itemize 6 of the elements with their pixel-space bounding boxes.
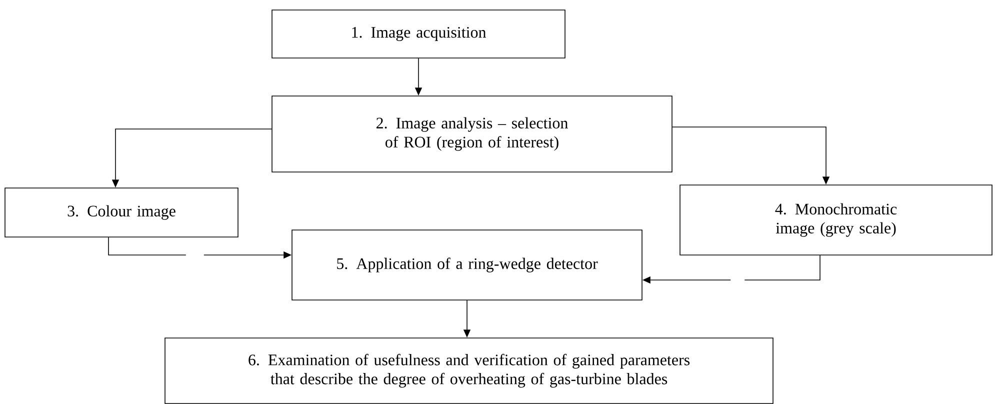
process-box: 4. Monochromatic image (grey scale) (680, 184, 992, 256)
process-box: 1. Image acquisition (272, 10, 566, 58)
process-box: 3. Colour image (4, 188, 238, 238)
process-box: 5. Application of a ring-wedge detector (292, 230, 642, 300)
process-box: 2. Image analysis – selection of ROI (region of interest) (272, 96, 672, 172)
process-box: 6. Examination of usefulness and verification of gained parameters that describe the degree of overheating of gas-turbine blades (164, 338, 774, 404)
